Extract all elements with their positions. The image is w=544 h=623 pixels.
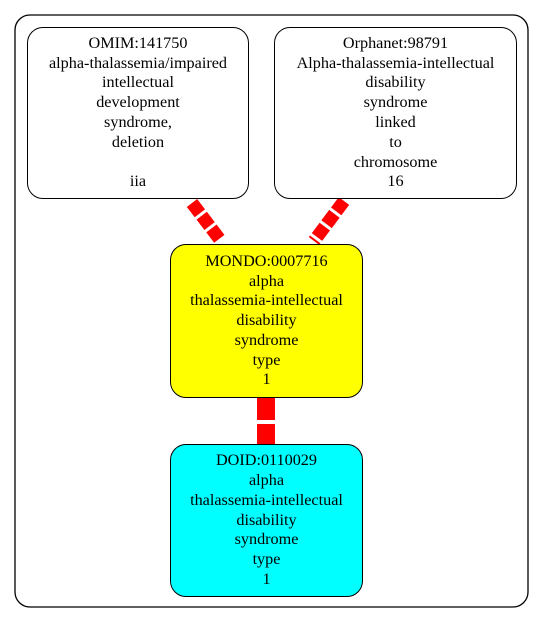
node-doid-id: DOID:0110029	[215, 451, 317, 470]
node-orphanet-id: Orphanet:98791	[342, 33, 449, 52]
node-omim-label-line: deletion	[111, 132, 165, 151]
node-orphanet-label-line: Alpha-thalassemia-intellectual	[296, 53, 495, 72]
node-mondo-label-line: syndrome	[234, 330, 299, 349]
node-orphanet[interactable]: Orphanet:98791 Alpha-thalassemia-intelle…	[274, 27, 517, 199]
node-mondo-label-line: alpha	[248, 271, 285, 290]
node-mondo[interactable]: MONDO:0007716 alpha thalassemia-intellec…	[170, 244, 363, 398]
node-mondo-label-line: 1	[262, 370, 271, 389]
node-doid-label-line: syndrome	[234, 530, 299, 549]
node-omim-label-line: development	[96, 93, 180, 112]
node-omim-label-line: iia	[129, 172, 147, 191]
node-doid-label-line: disability	[236, 510, 297, 529]
node-mondo-label-line: thalassemia-intellectual	[190, 291, 343, 310]
node-doid[interactable]: DOID:0110029 alpha thalassemia-intellect…	[170, 444, 363, 597]
node-omim-label-line: syndrome,	[104, 113, 172, 131]
node-orphanet-label-line: syndrome	[363, 93, 428, 112]
node-orphanet-label-line: chromosome	[353, 152, 438, 171]
node-omim[interactable]: OMIM:141750 alpha-thalassemia/impaired i…	[27, 27, 249, 199]
cluster-border	[14, 14, 529, 608]
node-mondo-label-line: disability	[236, 311, 297, 330]
node-omim-id: OMIM:141750	[88, 33, 188, 52]
node-mondo-label-line: type	[252, 350, 281, 369]
edge-line	[308, 197, 350, 245]
node-doid-label-line: alpha	[248, 471, 285, 489]
node-mondo-id: MONDO:0007716	[205, 251, 328, 270]
node-omim-label-line: alpha-thalassemia/impaired	[49, 53, 227, 72]
node-doid-label-line: 1	[262, 569, 271, 588]
node-orphanet-label-line: linked	[375, 113, 416, 131]
node-omim-label-line: intellectual	[102, 73, 174, 92]
edge-orphanet-to-mondo	[308, 197, 350, 245]
edge-line	[186, 199, 227, 245]
node-orphanet-label-line: 16	[387, 172, 404, 191]
node-orphanet-label-line: disability	[365, 73, 426, 92]
edge-omim-to-mondo	[186, 199, 227, 245]
node-doid-label-line: type	[252, 550, 281, 569]
node-doid-label-line: thalassemia-intellectual	[190, 490, 343, 509]
node-orphanet-label-line: to	[389, 132, 402, 151]
